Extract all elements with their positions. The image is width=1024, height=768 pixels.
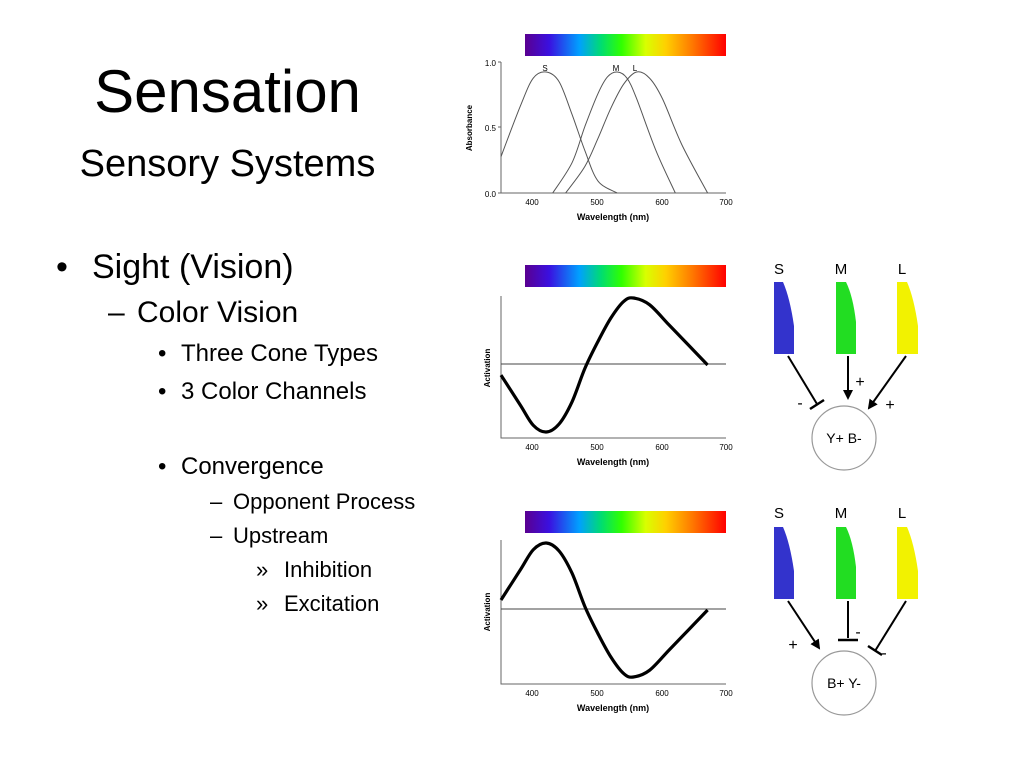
cone-label-s: S [774,261,784,278]
xtick-label: 500 [590,198,604,207]
sign-label: + [855,374,864,391]
ytick-label: 0.5 [485,124,497,133]
activation-series [499,296,709,434]
bullet-marker: • [158,340,167,367]
spectrum-bar [525,265,726,287]
bullet-inhibition: Inhibition [284,557,373,582]
dash-marker: – [210,523,223,548]
xtick-label: 600 [655,689,669,698]
ytick-label: 1.0 [485,59,497,68]
cone-label-l: L [898,505,906,522]
bullet-marker: • [158,453,167,480]
s-cone-icon [774,282,794,354]
opponent-diagram-yb: S M L Y+ B- - + + [774,261,918,471]
activation-series [499,541,709,679]
m-cone-icon [836,282,856,354]
raquo-marker: » [256,557,269,582]
xtick-label: 700 [719,198,733,207]
xtick-label: 500 [590,689,604,698]
y-axis-label: Activation [483,349,492,388]
bullet-three-cone: Three Cone Types [181,340,379,367]
spectrum-bar [525,511,726,533]
activation-chart-by: 400 500 600 700 Wavelength (nm) Activati… [483,540,733,713]
sign-label: + [788,637,797,654]
series-label-m: M [613,64,620,73]
inhibition-connection [787,355,818,405]
opponent-diagram-by: S M L B+ Y- + - - [774,505,918,716]
excitation-arrow [787,600,821,650]
l-cone-curve [565,71,709,194]
dash-marker: – [108,296,125,329]
l-cone-icon [897,527,918,599]
xtick-label: 500 [590,443,604,452]
m-cone-icon [836,527,856,599]
x-axis-label: Wavelength (nm) [577,457,649,467]
inhibition-connection [874,600,907,652]
bullet-opponent: Opponent Process [233,489,416,514]
sign-label: + [885,397,894,414]
activation-chart-yb: 400 500 600 700 Wavelength (nm) Activati… [483,296,733,467]
bipolar-cell [811,405,877,471]
s-cone-curve [500,71,618,194]
raquo-marker: » [256,591,269,616]
inhibition-bar [809,398,825,411]
ytick-label: 0.0 [485,190,497,199]
s-cone-icon [774,527,794,599]
yb-activation-curve [499,296,709,434]
l-cone-icon [897,282,918,354]
cone-label-m: M [835,261,848,278]
cell-label: B+ Y- [827,675,861,691]
absorbance-series [500,71,709,194]
cone-label-m: M [835,505,848,522]
xtick-label: 400 [525,443,539,452]
xtick-label: 400 [525,198,539,207]
y-axis-label: Absorbance [465,104,474,151]
y-axis-label: Activation [483,593,492,632]
spectrum-bar [525,34,726,56]
cell-label: Y+ B- [826,430,862,446]
xtick-label: 600 [655,443,669,452]
bullet-excitation: Excitation [284,591,380,616]
slide-subtitle: Sensory Systems [79,143,376,185]
bullet-sight: Sight (Vision) [92,248,294,286]
by-activation-curve [499,541,709,679]
bipolar-cell [811,650,877,716]
sign-label: - [797,395,802,412]
inhibition-bar [867,644,883,657]
sign-label: - [855,624,860,641]
absorbance-chart: 1.0 0.5 0.0 400 500 600 700 Wavelength (… [465,59,733,222]
slide-title: Sensation [94,58,361,125]
x-axis-label: Wavelength (nm) [577,212,649,222]
xtick-label: 600 [655,198,669,207]
xtick-label: 400 [525,689,539,698]
xtick-label: 700 [719,443,733,452]
bullet-convergence: Convergence [181,453,324,480]
bullet-marker: • [158,378,167,405]
m-cone-curve [552,71,676,194]
bullet-marker: • [56,248,68,286]
cone-label-l: L [898,261,906,278]
x-axis-label: Wavelength (nm) [577,703,649,713]
bullet-color-vision: Color Vision [137,296,299,329]
excitation-arrow [867,355,907,410]
sign-label: - [881,645,886,662]
xtick-label: 700 [719,689,733,698]
cone-label-s: S [774,505,784,522]
series-label-l: L [633,64,638,73]
dash-marker: – [210,489,223,514]
series-label-s: S [542,64,547,73]
bullet-three-channels: 3 Color Channels [181,378,367,405]
bullet-upstream: Upstream [233,523,329,548]
